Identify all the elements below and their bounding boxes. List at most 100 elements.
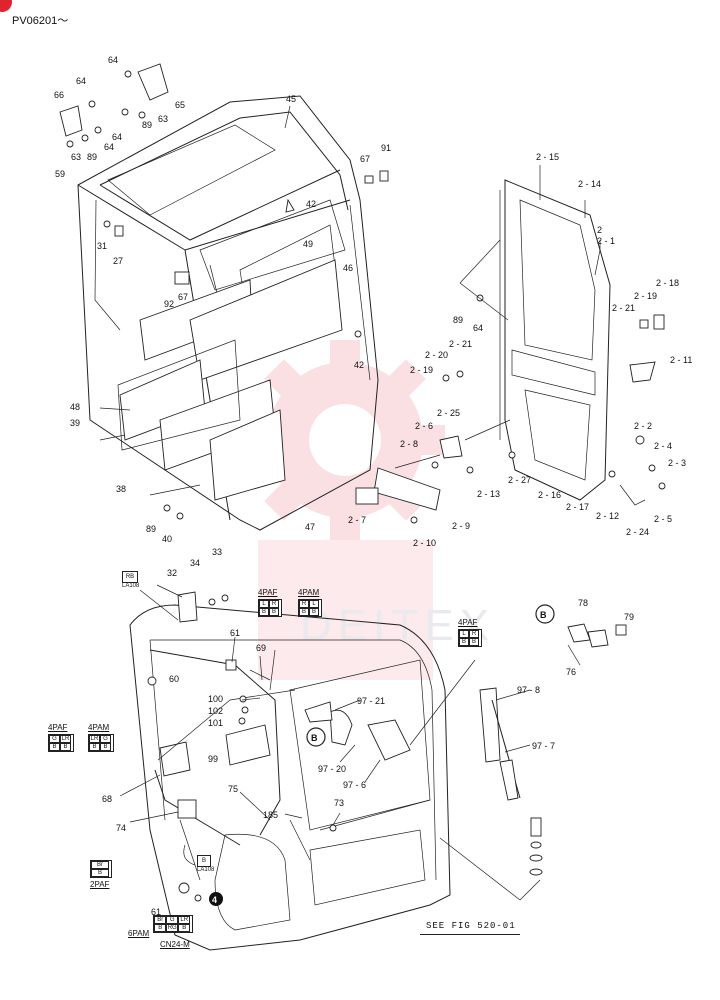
part-label: 59 bbox=[55, 169, 65, 179]
svg-text:B: B bbox=[311, 733, 318, 743]
part-label: 38 bbox=[116, 484, 126, 494]
part-label: 34 bbox=[190, 558, 200, 568]
part-label: 61 bbox=[230, 628, 240, 638]
part-label: 2 - 19 bbox=[410, 365, 433, 375]
connector-la108-top: RB LA108 bbox=[122, 571, 139, 589]
part-label: 97 - 21 bbox=[357, 696, 385, 706]
part-label: 2 - 25 bbox=[437, 408, 460, 418]
part-label: 45 bbox=[286, 94, 296, 104]
small-hardware-upper bbox=[103, 170, 389, 520]
part-label: 97 - 6 bbox=[343, 780, 366, 790]
hinge-assembly-top bbox=[59, 63, 169, 148]
connector-2paf: Br B 2PAF bbox=[90, 860, 112, 889]
part-label: 74 bbox=[116, 823, 126, 833]
part-label: 27 bbox=[113, 256, 123, 266]
part-label: 49 bbox=[303, 239, 313, 249]
part-label: 64 bbox=[112, 132, 122, 142]
part-label: 2 - 13 bbox=[477, 489, 500, 499]
part-label: 33 bbox=[212, 547, 222, 557]
part-label: 60 bbox=[169, 674, 179, 684]
leader-lines-lower bbox=[119, 584, 531, 826]
part-label: 63 bbox=[158, 114, 168, 124]
part-label: 2 - 5 bbox=[654, 514, 672, 524]
part-label: 99 bbox=[208, 754, 218, 764]
part-label: 32 bbox=[167, 568, 177, 578]
part-label: 63 bbox=[71, 152, 81, 162]
part-label: 185 bbox=[263, 810, 278, 820]
small-hardware-lower bbox=[147, 591, 627, 902]
part-label: 67 bbox=[178, 292, 188, 302]
part-label: 46 bbox=[343, 263, 353, 273]
part-label: 75 bbox=[228, 784, 238, 794]
part-label: 2 - 27 bbox=[508, 475, 531, 485]
part-label: 2 - 8 bbox=[400, 439, 418, 449]
part-label: 69 bbox=[256, 643, 266, 653]
part-label: 2 - 3 bbox=[668, 458, 686, 468]
part-label: 2 - 11 bbox=[670, 355, 692, 365]
callout-b-detail: B bbox=[535, 604, 555, 624]
part-label: 2 - 15 bbox=[536, 152, 559, 162]
part-label: 89 bbox=[142, 120, 152, 130]
part-label: 31 bbox=[97, 241, 107, 251]
part-label: 97 - 8 bbox=[517, 685, 540, 695]
see-figure-reference: SEE FIG 520-01 bbox=[426, 921, 516, 931]
trim-panels bbox=[117, 259, 343, 501]
part-label: 92 bbox=[164, 299, 174, 309]
callout-b-main: B bbox=[306, 727, 326, 747]
part-label: 97 - 20 bbox=[318, 764, 346, 774]
part-label: 2 - 12 bbox=[596, 511, 619, 521]
part-label: 2 - 2 bbox=[634, 421, 652, 431]
part-label: 79 bbox=[624, 612, 634, 622]
part-label: 2 - 24 bbox=[626, 527, 649, 537]
part-label: 2 - 21 bbox=[449, 339, 472, 349]
part-label: 67 bbox=[360, 154, 370, 164]
callout-4: 4 bbox=[209, 892, 223, 906]
part-label: 2 - 7 bbox=[348, 515, 366, 525]
part-label: 2 - 17 bbox=[566, 502, 589, 512]
part-label: 2 - 6 bbox=[415, 421, 433, 431]
leader-lines-upper bbox=[99, 105, 601, 496]
part-label: 97 - 7 bbox=[532, 741, 555, 751]
part-label: 76 bbox=[566, 667, 576, 677]
part-label: 2 - 16 bbox=[538, 490, 561, 500]
connector-la108-bottom: B LA108 bbox=[197, 855, 214, 873]
model-code: PV06201～ bbox=[12, 15, 69, 27]
part-label: 61 bbox=[151, 907, 161, 917]
svg-text:4: 4 bbox=[212, 895, 217, 905]
part-label: 65 bbox=[175, 100, 185, 110]
part-label: 91 bbox=[381, 143, 391, 153]
svg-text:B: B bbox=[540, 610, 547, 620]
part-label: 89 bbox=[146, 524, 156, 534]
part-label: 66 bbox=[54, 90, 64, 100]
part-label: 42 bbox=[306, 199, 316, 209]
part-label: 2 - 21 bbox=[612, 303, 635, 313]
part-label: 64 bbox=[104, 142, 114, 152]
part-label: 2 - 19 bbox=[634, 291, 657, 301]
see-figure-underline bbox=[420, 934, 520, 935]
part-label: 2 - 10 bbox=[413, 538, 436, 548]
connector-cn24-label: CN24-M bbox=[160, 940, 190, 949]
part-label: 102 bbox=[208, 706, 223, 716]
part-label: 2 bbox=[597, 225, 602, 235]
door-hardware bbox=[355, 294, 666, 524]
part-label: 2 - 20 bbox=[425, 350, 448, 360]
part-label: 101 bbox=[208, 718, 223, 728]
part-label: 100 bbox=[208, 694, 223, 704]
part-label: 78 bbox=[578, 598, 588, 608]
part-label: 2 - 1 bbox=[597, 236, 615, 246]
part-label: 68 bbox=[102, 794, 112, 804]
part-number-labels: 45 64 64 64 64 65 66 63 63 89 89 59 91 6… bbox=[54, 55, 692, 917]
door-assembly bbox=[499, 179, 611, 501]
part-label: 2 - 4 bbox=[654, 441, 672, 451]
cab-frame-lower bbox=[129, 604, 451, 951]
wiper-assembly bbox=[304, 659, 521, 801]
part-label: 2 - 9 bbox=[452, 521, 470, 531]
part-label: 73 bbox=[334, 798, 344, 808]
part-label: 64 bbox=[473, 323, 483, 333]
